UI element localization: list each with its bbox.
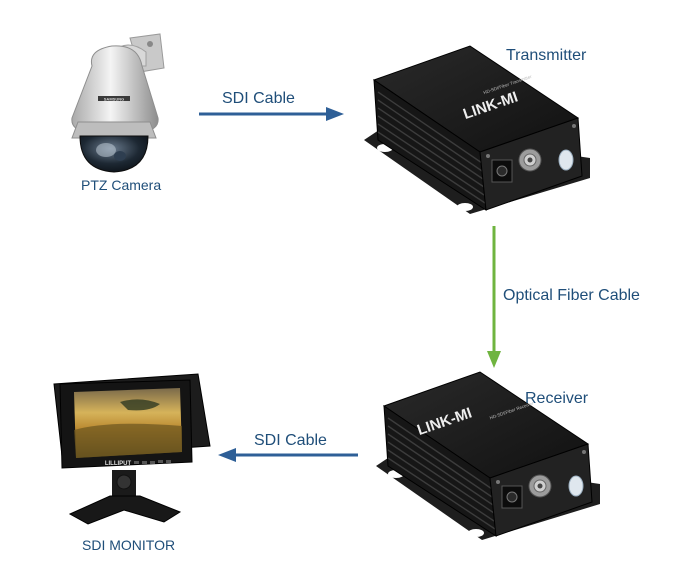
transmitter-device-image: LINK-MI HD-SDI/Fiber Transmitter [364,45,590,214]
optical-fiber-label: Optical Fiber Cable [503,287,640,304]
receiver-device-image: LINK-MI HD-SDI/Fiber Receiver [376,371,600,540]
sdi-arrow-bottom [218,448,358,462]
receiver-label: Receiver [525,390,589,407]
camera-brand-plate [98,96,130,101]
sdi-monitor-image: LILLIPUT [53,373,211,525]
ptz-camera-image: SAMSUNG [71,33,165,173]
monitor-brand-text: LILLIPUT [105,461,132,467]
camera-label: PTZ Camera [81,177,162,193]
sdi-cable-bottom-label: SDI Cable [254,432,327,449]
sdi-arrow-top [199,107,344,121]
monitor-label: SDI MONITOR [82,537,176,553]
camera-brand-text: SAMSUNG [104,97,124,102]
optical-fiber-arrow [487,226,501,368]
sdi-cable-top-label: SDI Cable [222,90,295,107]
transmitter-label: Transmitter [506,47,587,64]
